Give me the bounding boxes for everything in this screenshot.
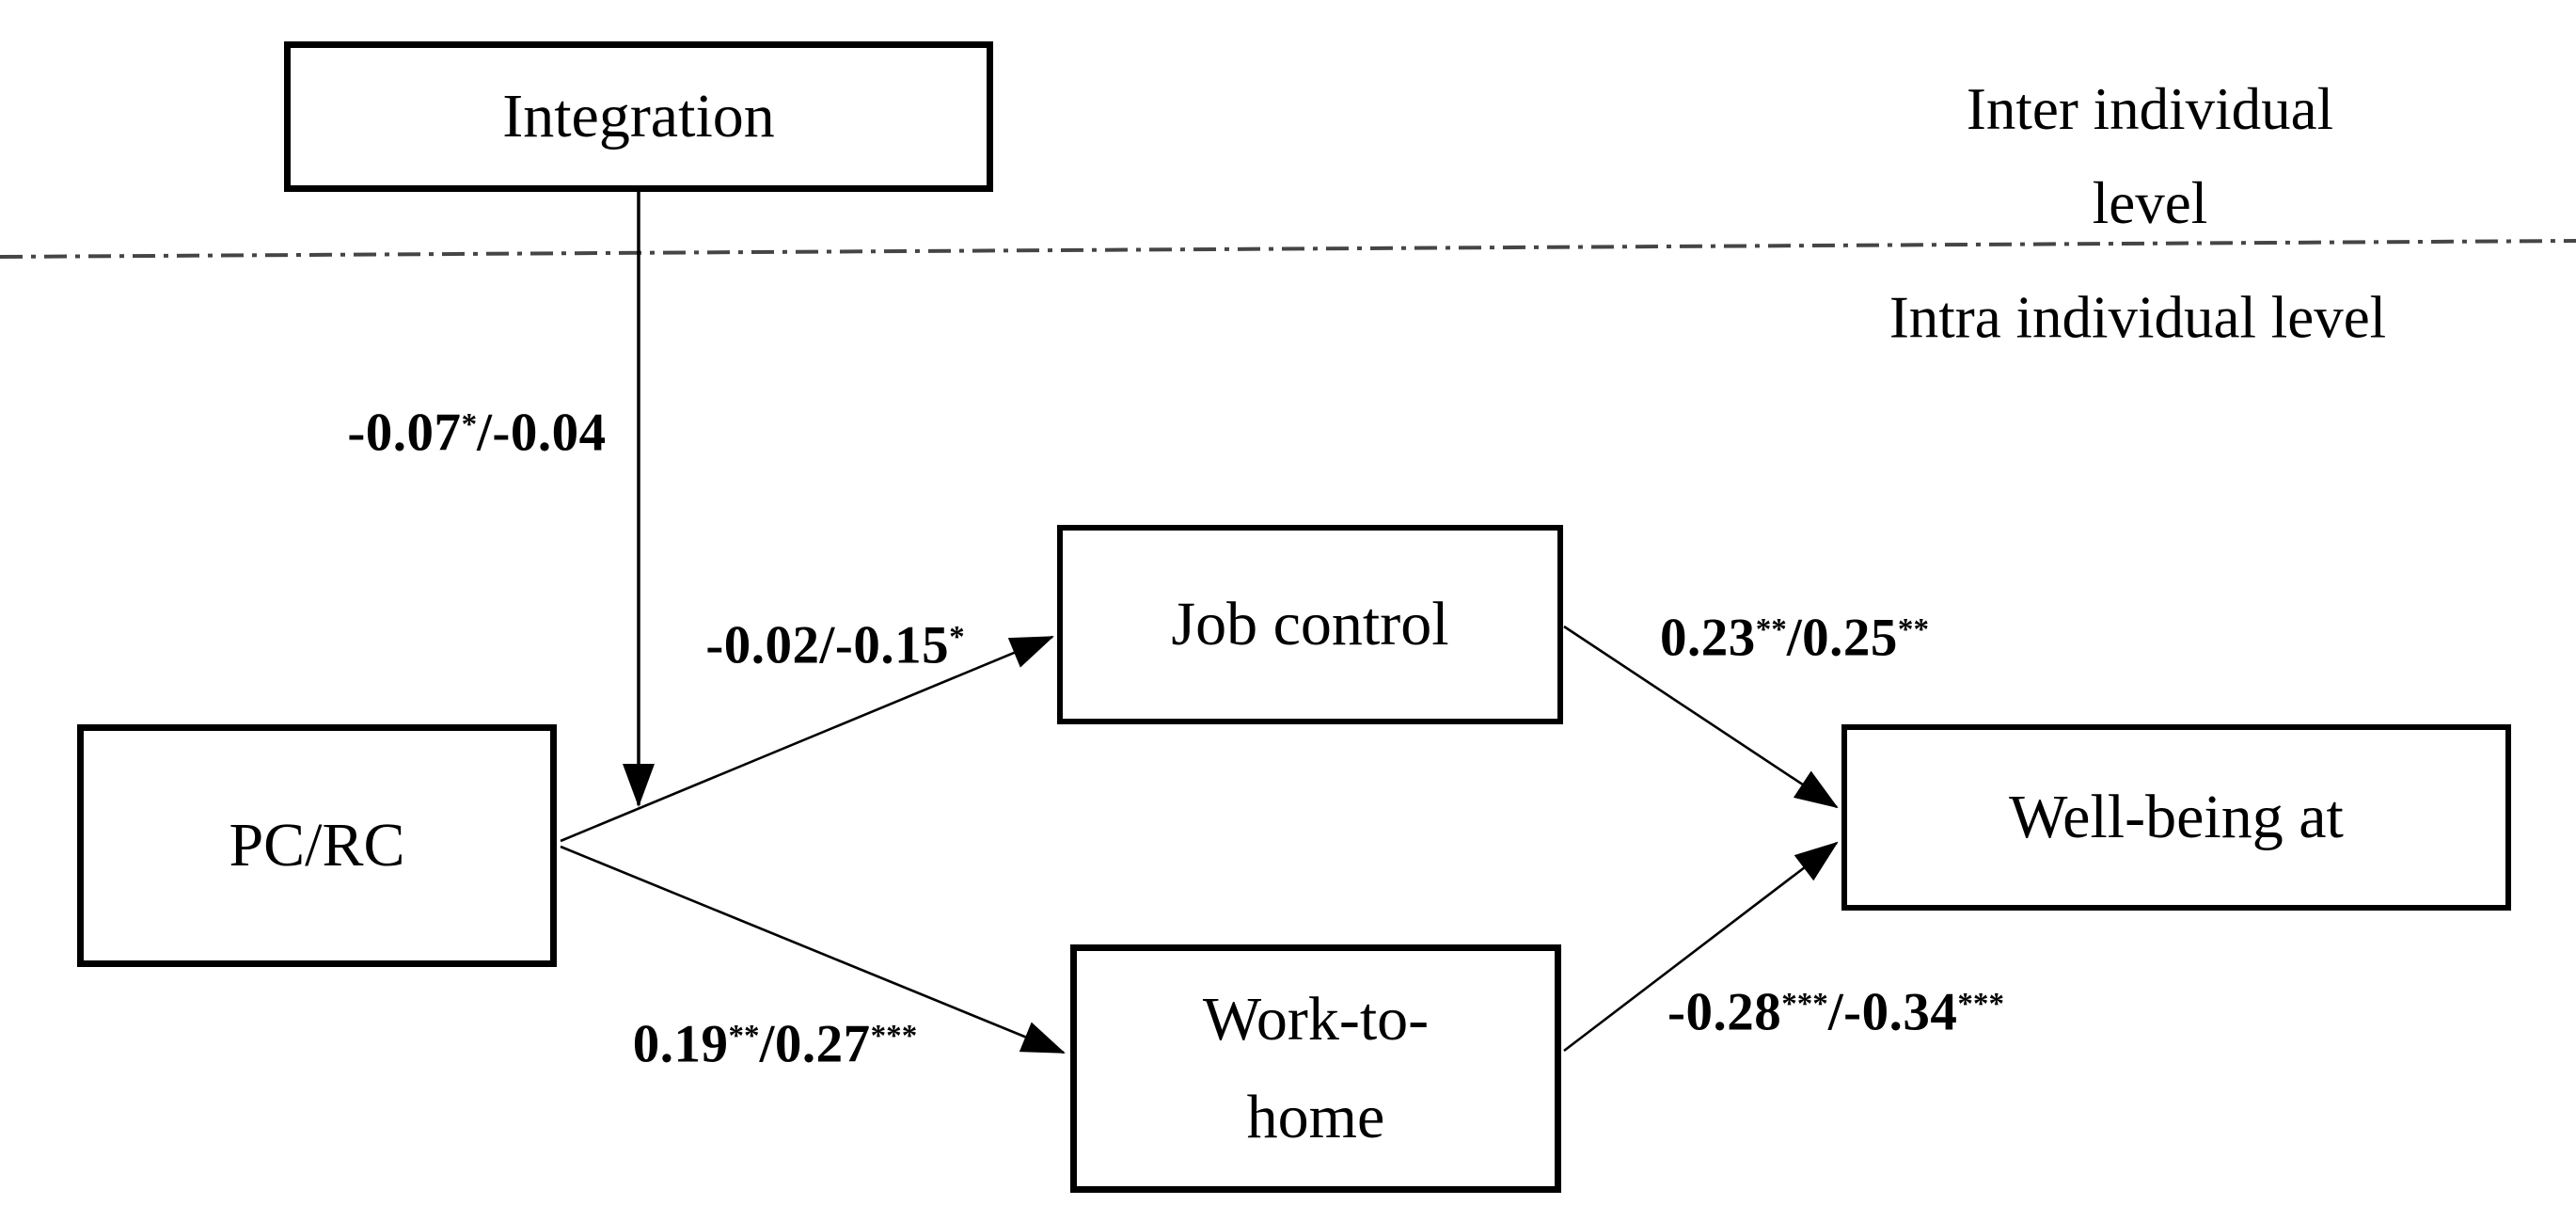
coef-value: -0.28 [1667,982,1782,1042]
coef-significance: *** [1957,987,2004,1022]
coef-significance: * [949,620,965,655]
node-label: PC/RC [229,811,405,880]
coef-significance: ** [1755,612,1787,647]
node-label-line1: Work-to- [1202,985,1430,1054]
node-well-being: Well-being at [1841,724,2511,911]
coef-value: /0.25 [1786,608,1898,668]
coef-value: -0.02/-0.15 [705,615,950,675]
inter-individual-level-label: Inter individual level [1967,62,2333,250]
coefficient-pcrc-to-work-to-home: 0.19**/0.27*** [633,1014,917,1075]
inter-individual-level-line2: level [2092,170,2208,236]
coefficient-work-to-home-to-well-being: -0.28***/-0.34*** [1667,982,2004,1043]
node-integration: Integration [284,41,993,192]
coef-value: 0.23 [1660,608,1756,668]
coef-significance: ** [728,1019,760,1054]
node-work-to-home: Work-to- home [1070,944,1561,1193]
coef-significance: * [461,407,478,442]
node-pcrc: PC/RC [77,724,557,967]
node-label: Integration [502,82,775,151]
coefficient-integration-moderation: -0.07*/-0.04 [347,403,606,464]
coef-value: -0.07 [347,403,462,463]
inter-individual-level-line1: Inter individual [1966,76,2334,142]
coef-significance: ** [1897,612,1929,647]
node-label-line2: home [1246,1083,1385,1151]
coef-value: /0.27 [759,1014,871,1074]
node-job-control: Job control [1057,525,1563,724]
node-label: Well-being at [2009,783,2344,851]
coef-value: 0.19 [632,1014,729,1074]
node-label: Job control [1171,590,1449,658]
coef-value: /-0.04 [477,403,607,463]
coef-significance: *** [870,1019,918,1054]
intra-individual-level-label: Intra individual level [1889,284,2387,351]
coefficient-job-control-to-well-being: 0.23**/0.25** [1660,608,1929,669]
coefficient-pcrc-to-job-control: -0.02/-0.15* [705,615,964,676]
coef-significance: *** [1781,987,1828,1022]
coef-value: /-0.34 [1827,982,1958,1042]
